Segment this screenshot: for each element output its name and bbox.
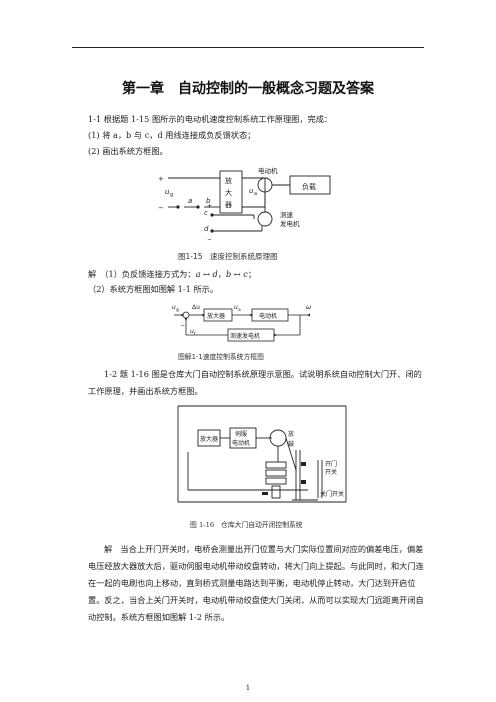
question-1-2-text: 1-2 题 1-16 图是仓库大门自动控制系统原理示意图。试说明系统自动控制大门… [88, 369, 422, 396]
figS1-ua-sub: a [238, 308, 241, 313]
fig16-door-1: 放 [288, 430, 294, 438]
fig15-plus: + [158, 175, 164, 183]
fig16-open-1: 开门 [325, 460, 337, 468]
question-1-1-item-2: (2) 画出系统方框图。 [88, 146, 168, 156]
figS1-ua-label: u [234, 304, 238, 311]
fig15-plus-2: + [207, 203, 212, 210]
connection-a-d: a ↔ d [195, 269, 218, 279]
solution-1-2: 解 当合上开门开关时，电桥会测量出开门位置与大门实际位置间对应的偏差电压，偏差电… [88, 541, 424, 626]
solution-1-1-prefix: 解 （1）负反馈连接方式为： [88, 269, 196, 279]
figS1-du-label: Δu [192, 304, 200, 311]
figure-1-16-caption: 图 1-16 仓库大门自动开闭控制系统 [190, 521, 303, 529]
connection-b-c: b ↔ c [225, 269, 248, 279]
figS1-gen: 测速发电机 [230, 332, 260, 340]
fig15-terminal-d: d [204, 225, 209, 233]
figS1-amp: 放大器 [207, 312, 225, 320]
fig15-ua-label: u [249, 187, 254, 195]
fig15-minus: − [158, 204, 164, 212]
fig16-motor-2: 电动机 [232, 439, 250, 447]
figS1-omega: ω [306, 304, 311, 311]
solution-1-1-line-2: （2）系统方框图如图解 1-1 所示。 [88, 284, 219, 294]
question-1-1-item-1: (1) 将 a，b 与 c，d 用线连接成负反馈状态； [88, 130, 256, 140]
solution-1-1-sep: ， [217, 269, 226, 279]
header-rule [72, 47, 424, 48]
fig15-amp-1: 放 [225, 176, 232, 185]
fig16-door-2: 鼓 [288, 440, 294, 448]
figure-1-15-caption: 图1-15 速度控制系统原理图 [178, 252, 278, 261]
question-1-2: 1-2 题 1-16 图是仓库大门自动控制系统原理示意图。试说明系统自动控制大门… [88, 366, 424, 400]
solution-1-1-end: ； [247, 269, 257, 279]
fig15-gen-label-2: 发电机 [280, 219, 300, 228]
fig16-motor-1: 伺服 [235, 430, 247, 438]
figS1-minus: − [180, 322, 185, 329]
page-number: 1 [245, 684, 251, 692]
figS1-uf-label: u [190, 328, 194, 335]
figS1-uf-sub: f [194, 331, 196, 337]
fig15-terminal-b: b [206, 197, 211, 205]
fig15-ua-sub: a [254, 191, 257, 197]
solution-1-2-text: 解 当合上开门开关时，电桥会测量出开门位置与大门实际位置间对应的偏差电压，偏差电… [88, 544, 424, 622]
fig15-terminal-a: a [188, 197, 192, 205]
fig15-terminal-c: c [204, 209, 208, 217]
fig15-ug-sub: g [170, 192, 173, 198]
chapter-title: 第一章 自动控制的一般概念习题及答案 [122, 81, 374, 97]
figure-solution-1-1-block-diagram: u g Δu 放大器 u a 电动机 ω 测速发电机 − u f [172, 304, 311, 342]
solution-1-1-line-1: 解 （1）负反馈连接方式为：a ↔ d，b ↔ c； [88, 269, 256, 280]
figure-1-16-schematic: 放大器 伺服 电动机 放 鼓 开门 开关 关门开关 [177, 405, 347, 503]
fig15-motor-label: 电动机 [258, 166, 278, 175]
fig16-amp: 放大器 [200, 435, 218, 443]
fig15-load-label: 负载 [302, 182, 316, 191]
figS1-motor: 电动机 [259, 312, 277, 320]
fig15-ug-label: u [165, 188, 170, 196]
fig15-gen-label-1: 测速 [280, 211, 294, 219]
figure-solution-1-1-caption: 图解1-1速度控制系统方框图 [178, 353, 264, 361]
figure-1-15-schematic: + − u g a b 放 大 器 u a 电动机 负载 测速 发电机 c d … [158, 166, 331, 243]
figS1-ug-label: u [172, 304, 176, 311]
fig16-open-2: 开关 [325, 468, 337, 476]
figS1-ug-sub: g [176, 308, 179, 313]
fig15-minus-2: − [207, 236, 212, 243]
fig15-amp-2: 大 [225, 188, 232, 197]
question-1-1: 1-1 根据题 1-15 图所示的电动机速度控制系统工作原理图，完成： [88, 114, 333, 124]
fig16-close: 关门开关 [320, 490, 344, 498]
fig15-amp-3: 器 [225, 201, 232, 209]
